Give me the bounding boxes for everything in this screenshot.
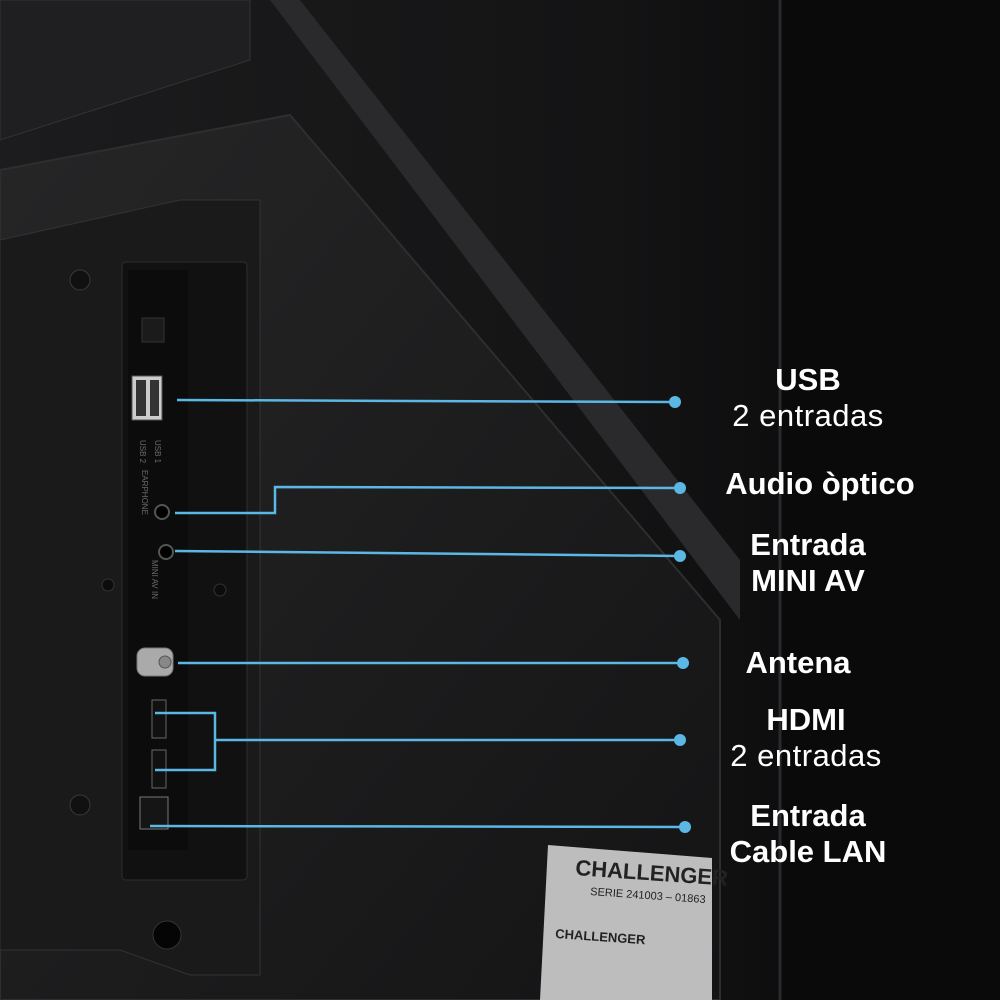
port-label-usb1: USB 1 [153,440,162,464]
diagonal-ridge [270,0,740,620]
stand-hole [152,920,182,950]
dot-lan [679,821,691,833]
screw-icon [69,269,91,291]
antenna-port-icon [136,647,174,677]
callout-lan: Entrada Cable LAN [729,798,887,869]
callout-antena: Antena [745,645,851,680]
sticker-brand-logo: CHALLENGER [555,926,647,947]
dot-hdmi [674,734,686,746]
dot-usb [669,396,681,408]
dot-antena [677,657,689,669]
port-label-usb2: USB 2 [138,440,147,464]
lan-port-icon [139,796,169,830]
mini-av-jack-icon [158,544,174,560]
port-label-earphone: EARPHONE [140,470,149,515]
dot-mini-av [674,550,686,562]
optical-port-icon [141,317,165,343]
screw-icon [213,583,227,597]
line-mini-av [174,549,681,558]
tv-edge [780,0,1000,1000]
callout-audio-optico: Audio òptico [725,466,915,501]
serial-sticker: CHALLENGER SERIE 241003 – 01863 CHALLENG… [540,845,729,1000]
top-recess [0,0,251,141]
screw-icon [101,578,115,592]
dot-audio [674,482,686,494]
line-audio-optico [175,485,681,515]
callout-lines [149,398,686,829]
callout-hdmi: HDMI 2 entradas [730,702,882,773]
line-hdmi-bracket [155,711,217,772]
callout-mini-av: Entrada MINI AV [750,527,866,598]
earphone-jack-icon [154,504,170,520]
line-usb [176,398,676,404]
hdmi-port-icon [151,699,167,739]
port-label-mini-av: MINI AV IN [150,560,159,599]
line-lan [149,824,686,829]
screw-icon [69,794,91,816]
callout-usb: USB 2 entradas [732,362,884,433]
